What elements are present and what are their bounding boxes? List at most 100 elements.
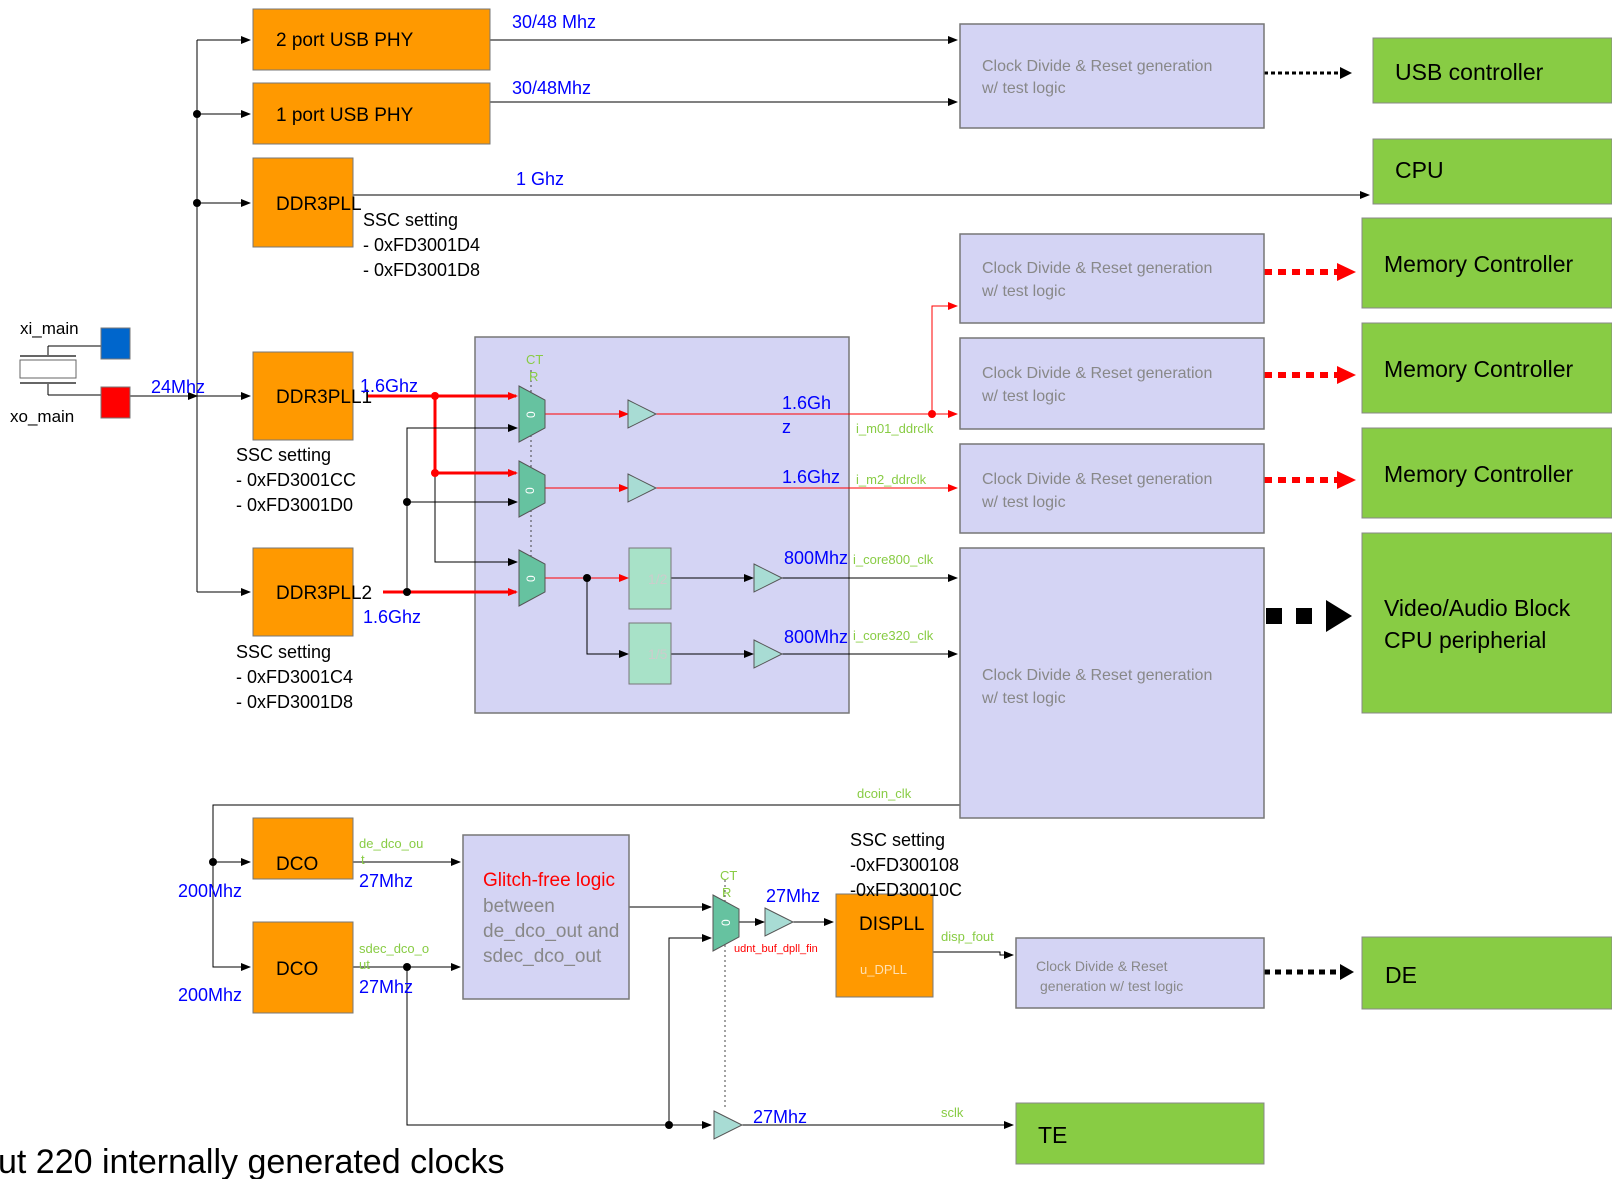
glitch-free-logic: Glitch-free logic between de_dco_out and… xyxy=(462,834,630,1000)
cdr-de-line1: Clock Divide & Reset xyxy=(1036,958,1168,974)
xo-main-label: xo_main xyxy=(10,407,74,426)
output-arrows xyxy=(1264,67,1356,980)
mux-sel-ct-bottom: CT xyxy=(720,868,737,883)
freq-usb-1port: 30/48Mhz xyxy=(512,78,591,98)
cdr-de: Clock Divide & Reset generation w/ test … xyxy=(1015,937,1265,1009)
freq-pll1-out: 1.6Ghz xyxy=(360,376,418,396)
ddr3pll1: DDR3PLL1 xyxy=(252,351,372,441)
target-memory-controller-3: Memory Controller xyxy=(1361,427,1612,519)
cdr-mem1-line2: w/ test logic xyxy=(981,283,1066,300)
ssc-displl-0: SSC setting xyxy=(850,830,945,850)
cdr-mem2-line2: w/ test logic xyxy=(981,388,1066,405)
ssc-ddr3pll2: SSC setting - 0xFD3001C4 - 0xFD3001D8 xyxy=(236,642,353,712)
divider-fifth-label: 1/5 xyxy=(648,646,668,662)
sig-disp-fout: disp_fout xyxy=(941,929,994,944)
sig-dcoin-clk: dcoin_clk xyxy=(857,786,912,801)
ssc-ddr3pll: SSC setting - 0xFD3001D4 - 0xFD3001D8 xyxy=(363,210,480,280)
ssc-ddr3pll-1: - 0xFD3001D4 xyxy=(363,235,480,255)
freq-xtal: 24Mhz xyxy=(151,377,205,397)
target-memory-controller-2: Memory Controller xyxy=(1361,322,1612,414)
mux-2-zero: 0 xyxy=(523,487,537,494)
target-memory-controller-1: Memory Controller xyxy=(1361,217,1612,309)
freq-m2: 1.6Ghz xyxy=(782,467,840,487)
freq-pll2-out: 1.6Ghz xyxy=(363,607,421,627)
wires-bottom xyxy=(212,804,1014,1129)
ddr3pll-label: DDR3PLL xyxy=(276,194,362,215)
te-label: TE xyxy=(1038,1122,1067,1148)
cdr-core-line2: w/ test logic xyxy=(981,690,1066,707)
usb-phy-2port: 2 port USB PHY xyxy=(252,8,491,71)
freq-cpu: 1 Ghz xyxy=(516,169,564,189)
buffer-core800 xyxy=(753,563,784,593)
ddr3pll: DDR3PLL xyxy=(252,157,362,248)
wires-top xyxy=(47,36,1370,596)
memory-controller-2-label: Memory Controller xyxy=(1384,356,1573,382)
freq-m01-b: z xyxy=(782,417,791,437)
glitch-line-2: de_dco_out and xyxy=(483,921,619,942)
sig-i-m01-ddrclk: i_m01_ddrclk xyxy=(856,421,934,436)
mux-3-zero: 0 xyxy=(524,575,538,582)
mux-sel-ct-top: CT xyxy=(526,352,543,367)
cdr-mem3: Clock Divide & Reset generation w/ test … xyxy=(959,443,1265,534)
cdr-mem3-line2: w/ test logic xyxy=(981,494,1066,511)
target-usb-controller: USB controller xyxy=(1372,37,1612,104)
freq-dco-in-2: 200Mhz xyxy=(178,985,242,1005)
xi-main-label: xi_main xyxy=(20,319,79,338)
mux-sel-r-top: R xyxy=(529,369,538,384)
cdr-usb-line2: w/ test logic xyxy=(981,80,1066,97)
ssc-ddr3pll1: SSC setting - 0xFD3001CC - 0xFD3001D0 xyxy=(236,445,356,515)
ssc-ddr3pll1-1: - 0xFD3001CC xyxy=(236,470,356,490)
divider-half: 1/2 xyxy=(628,547,672,610)
mux-3: 0 xyxy=(518,549,546,607)
buffer-displl-in xyxy=(764,907,795,937)
displl-label: DISPLL xyxy=(859,914,924,935)
mux-1: 0 xyxy=(518,385,546,443)
xo-main-pin xyxy=(100,386,131,419)
ddr3pll2-label: DDR3PLL2 xyxy=(276,583,372,604)
glitch-line-3: sdec_dco_out xyxy=(483,946,602,967)
ddr3pll2: DDR3PLL2 xyxy=(252,547,372,637)
freq-dco-out-1: 27Mhz xyxy=(359,871,413,891)
cdr-mem3-line1: Clock Divide & Reset generation xyxy=(982,471,1212,488)
target-video-audio: Video/Audio Block CPU peripherial xyxy=(1361,532,1612,714)
ssc-ddr3pll2-1: - 0xFD3001C4 xyxy=(236,667,353,687)
mux-2: 0 xyxy=(518,460,546,518)
divider-fifth: 1/5 xyxy=(628,622,672,685)
glitch-line-1: between xyxy=(483,896,555,917)
usb-phy-2port-label: 2 port USB PHY xyxy=(276,30,414,51)
cdr-usb: Clock Divide & Reset generation w/ test … xyxy=(959,23,1265,129)
mux-sel-r-bottom: R xyxy=(722,885,731,900)
cdr-mem2: Clock Divide & Reset generation w/ test … xyxy=(959,337,1265,430)
target-te: TE xyxy=(1015,1102,1265,1165)
cdr-mem2-line1: Clock Divide & Reset generation xyxy=(982,365,1212,382)
divider-half-label: 1/2 xyxy=(648,571,668,587)
dco-de: DCO xyxy=(252,817,354,880)
target-de: DE xyxy=(1361,936,1612,1010)
memory-controller-1-label: Memory Controller xyxy=(1384,251,1573,277)
sig-udnt-buf: udnt_buf_dpll_fin xyxy=(734,943,818,955)
buffer-sclk xyxy=(713,1110,744,1140)
xi-main-pin xyxy=(100,327,131,360)
cdr-core-line1: Clock Divide & Reset generation xyxy=(982,667,1212,684)
freq-te: 27Mhz xyxy=(753,1107,807,1127)
de-label: DE xyxy=(1385,962,1417,988)
cdr-usb-line1: Clock Divide & Reset generation xyxy=(982,58,1212,75)
dco-sdec: DCO xyxy=(252,921,354,1014)
freq-core320: 800Mhz xyxy=(784,627,848,647)
freq-core800: 800Mhz xyxy=(784,548,848,568)
cdr-mem1-line1: Clock Divide & Reset generation xyxy=(982,260,1212,277)
mux-1-zero: 0 xyxy=(524,411,538,418)
mux-de-zero: 0 xyxy=(719,919,733,926)
ssc-displl-1: -0xFD300108 xyxy=(850,855,959,875)
memory-controller-3-label: Memory Controller xyxy=(1384,461,1573,487)
sig-i-core800-clk: i_core800_clk xyxy=(853,552,934,567)
displl: DISPLL u_DPLL xyxy=(835,893,934,998)
cdr-de-line2: generation w/ test logic xyxy=(1040,978,1183,994)
buffer-m01 xyxy=(627,399,658,429)
freq-displl-in: 27Mhz xyxy=(766,886,820,906)
dco-de-label: DCO xyxy=(276,854,318,875)
usb-phy-1port-label: 1 port USB PHY xyxy=(276,105,414,126)
video-audio-line2: CPU peripherial xyxy=(1384,627,1546,653)
sig-sdec-dco-out-1: sdec_dco_o xyxy=(359,941,429,956)
